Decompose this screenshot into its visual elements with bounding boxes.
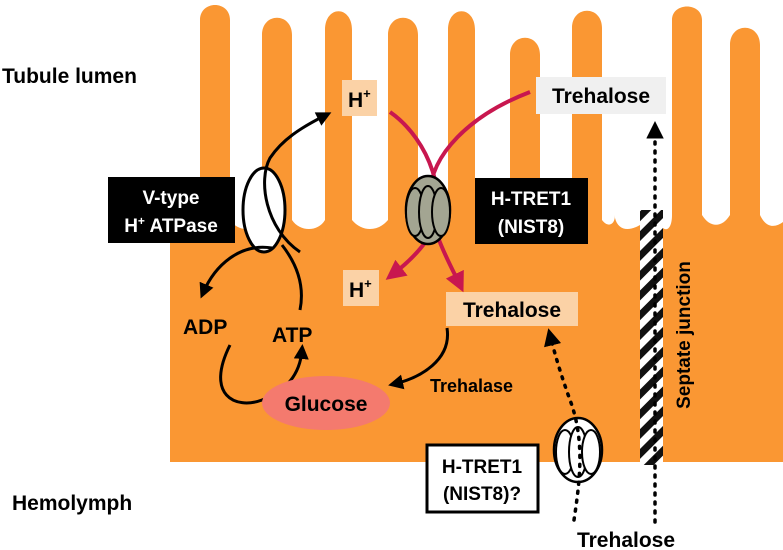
htret1-basal-box	[425, 443, 540, 514]
trehalase-arrow	[388, 327, 449, 390]
vtype-atpase-box	[108, 177, 235, 243]
glucose-ellipse	[262, 376, 390, 430]
glucose-label: Glucose	[285, 393, 368, 416]
septate-junction-strip	[640, 210, 663, 465]
proton-pump-arrow	[263, 112, 332, 254]
septate-junction-label: Septate junction	[674, 261, 695, 409]
trehalose-lumen-box	[536, 77, 666, 114]
trehalose-hemolymph-label: Trehalose	[577, 529, 675, 550]
trehalose-cell-label: Trehalose	[463, 299, 561, 322]
htret1-apical-transporter	[404, 174, 452, 246]
htret1-apical-box	[475, 178, 588, 244]
atp-to-adp-arrow	[199, 245, 273, 299]
h-plus-cell-label: H+	[349, 276, 372, 302]
atp-label: ATP	[272, 324, 312, 347]
tubule-lumen-label: Tubule lumen	[2, 65, 137, 88]
hemolymph-label: Hemolymph	[12, 492, 132, 515]
epithelial-cell	[170, 5, 640, 462]
neighbour-cell	[663, 6, 783, 462]
htret1-basal-line1: H-TRET1	[442, 457, 523, 478]
htret1-apical-line2: (NIST8)	[498, 217, 565, 238]
trehalase-label: Trehalase	[430, 376, 513, 396]
htret1-apical-line1: H-TRET1	[491, 189, 572, 210]
h-plus-lumen-label: H+	[348, 86, 371, 112]
h-plus-lumen-box	[342, 80, 377, 116]
basal-uptake-dotted-arrow	[544, 328, 582, 522]
htret1-basal-line2: (NIST8)?	[443, 484, 521, 505]
trehalose-lumen-label: Trehalose	[552, 85, 650, 108]
trehalose-cell-box	[446, 292, 578, 326]
glucose-to-atp-arrow	[219, 344, 309, 405]
vtype-atpase-line2: H+ ATPase	[124, 214, 218, 237]
h-plus-cell-box	[343, 270, 379, 306]
htret1-basal-transporter	[552, 416, 604, 484]
vtype-atpase-line1: V-type	[142, 188, 199, 209]
vtype-atpase-pump	[241, 166, 287, 254]
adp-label: ADP	[183, 316, 227, 339]
pump-atp-connector	[280, 244, 303, 311]
